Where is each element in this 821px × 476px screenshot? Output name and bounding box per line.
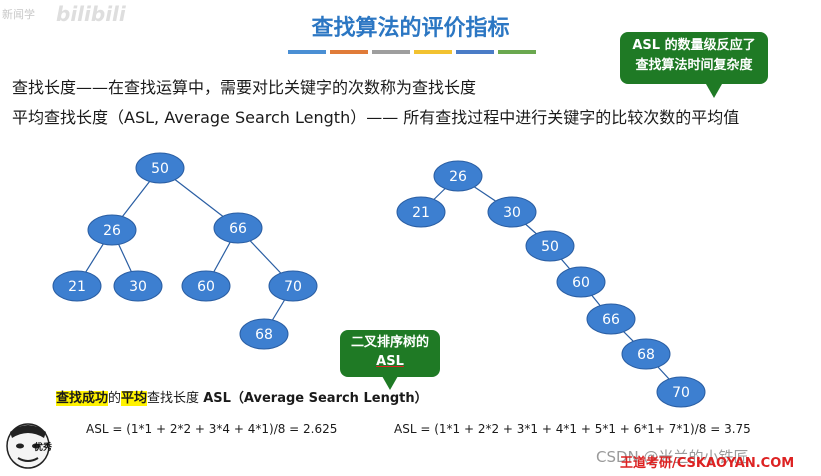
heading-success: 查找成功 [56, 391, 108, 406]
asl-success-heading: 查找成功的平均查找长度 ASL（Average Search Length） [56, 387, 428, 406]
tree1-label-60: 60 [197, 279, 215, 295]
tree2-label-70: 70 [672, 385, 690, 401]
callout-bottom-line2: ASL [340, 352, 440, 371]
tree1-label-70: 70 [284, 279, 302, 295]
tree1-label-68: 68 [255, 327, 273, 343]
tree2-label-68: 68 [637, 347, 655, 363]
tree2-label-21: 21 [412, 205, 430, 221]
asl-formula-tree1: ASL = (1*1 + 2*2 + 3*4 + 4*1)/8 = 2.625 [86, 422, 337, 436]
asl-formula-tree2: ASL = (1*1 + 2*2 + 3*1 + 4*1 + 5*1 + 6*1… [394, 422, 751, 436]
callout-bst-asl: 二叉排序树的 ASL [340, 330, 440, 377]
heading-search-length: 查找长度 [147, 391, 203, 406]
tree2-label-26: 26 [449, 169, 467, 185]
tree2-label-60: 60 [572, 275, 590, 291]
heading-average: 平均 [121, 391, 147, 406]
tree2-label-50: 50 [541, 239, 559, 255]
tree2-label-30: 30 [503, 205, 521, 221]
heading-asl-full: ASL（Average Search Length） [203, 391, 427, 406]
tree1-label-26: 26 [103, 223, 121, 239]
heading-de: 的 [108, 391, 121, 406]
tree1-label-30: 30 [129, 279, 147, 295]
callout-bottom-line1: 二叉排序树的 [340, 333, 440, 352]
tree1-label-21: 21 [68, 279, 86, 295]
meme-caption: 优秀 [34, 440, 52, 453]
tree2-label-66: 66 [602, 312, 620, 328]
tree1-label-66: 66 [229, 221, 247, 237]
brand-watermark: 王道考研/CSKAOYAN.COM [620, 452, 794, 471]
tree1-label-50: 50 [151, 161, 169, 177]
